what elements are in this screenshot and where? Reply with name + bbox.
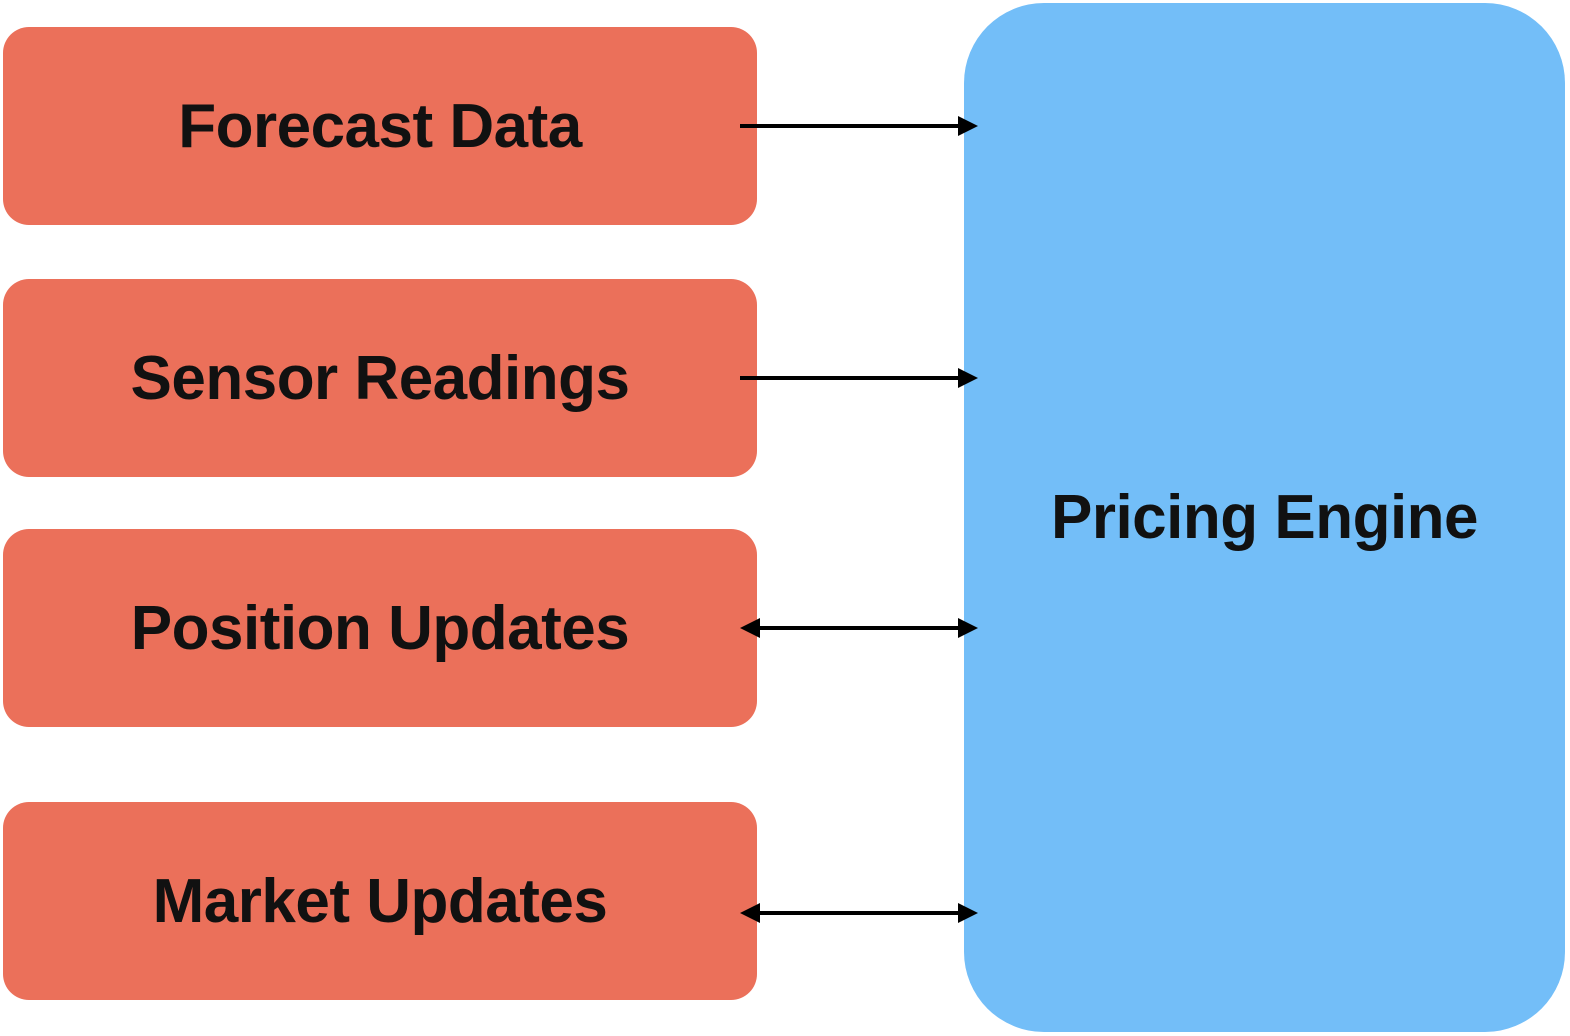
pricing-engine-box: Pricing Engine — [964, 3, 1565, 1032]
engine-label: Pricing Engine — [1050, 483, 1479, 552]
source-label: Forecast Data — [178, 91, 582, 161]
source-label: Position Updates — [130, 593, 630, 663]
source-box-position-updates: Position Updates — [3, 529, 757, 727]
arrow-sensor-readings — [740, 368, 978, 388]
arrow-market-updates — [740, 903, 978, 923]
source-box-sensor-readings: Sensor Readings — [3, 279, 757, 477]
source-label: Sensor Readings — [130, 343, 630, 413]
source-box-market-updates: Market Updates — [3, 802, 757, 1000]
source-box-forecast-data: Forecast Data — [3, 27, 757, 225]
source-label: Market Updates — [152, 866, 608, 936]
arrow-forecast-data — [740, 116, 978, 136]
arrow-position-updates — [740, 618, 978, 638]
